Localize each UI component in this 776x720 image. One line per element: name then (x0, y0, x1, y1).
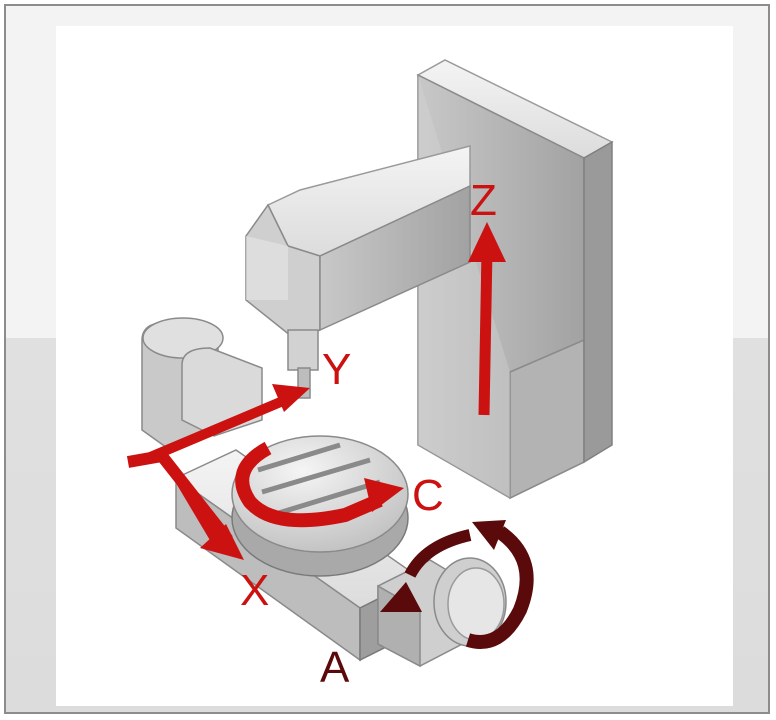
x-axis-label: X (240, 566, 269, 615)
a-axis-rotation-arrow (380, 520, 534, 649)
c-axis-rotation-arrow (235, 441, 404, 528)
machine-column (416, 59, 614, 500)
machine-arm (245, 145, 471, 341)
y-axis-arrow (146, 384, 310, 463)
z-axis-label: Z (470, 176, 497, 225)
c-axis-label: C (412, 471, 444, 520)
a-axis-back-housing (141, 317, 263, 451)
y-axis-label: Y (322, 345, 351, 394)
z-axis-arrow (468, 222, 506, 416)
a-axis-label: A (320, 643, 350, 692)
